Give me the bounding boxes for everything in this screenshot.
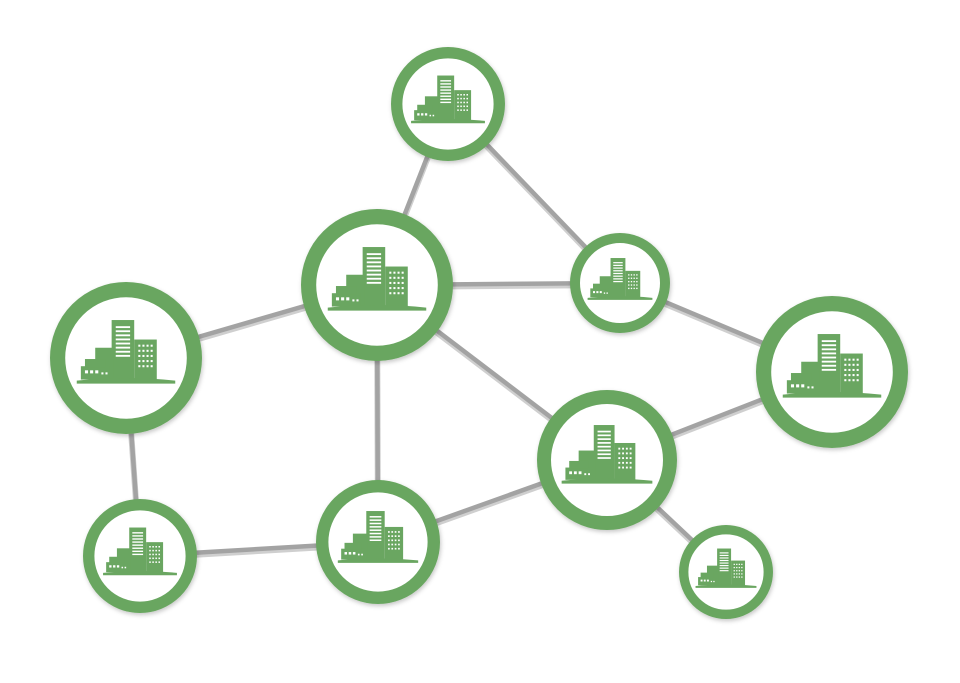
node-left	[49, 282, 203, 435]
node-mid-right	[570, 233, 670, 333]
node-hub-right	[537, 390, 677, 530]
links-layer	[123, 102, 834, 577]
node-top	[391, 47, 506, 161]
node-center	[301, 209, 454, 362]
node-far-right	[755, 296, 908, 449]
nodes-layer	[49, 47, 908, 620]
node-bottom-right	[679, 525, 774, 620]
node-bottom-left	[82, 499, 197, 614]
node-bottom-center	[316, 480, 441, 605]
